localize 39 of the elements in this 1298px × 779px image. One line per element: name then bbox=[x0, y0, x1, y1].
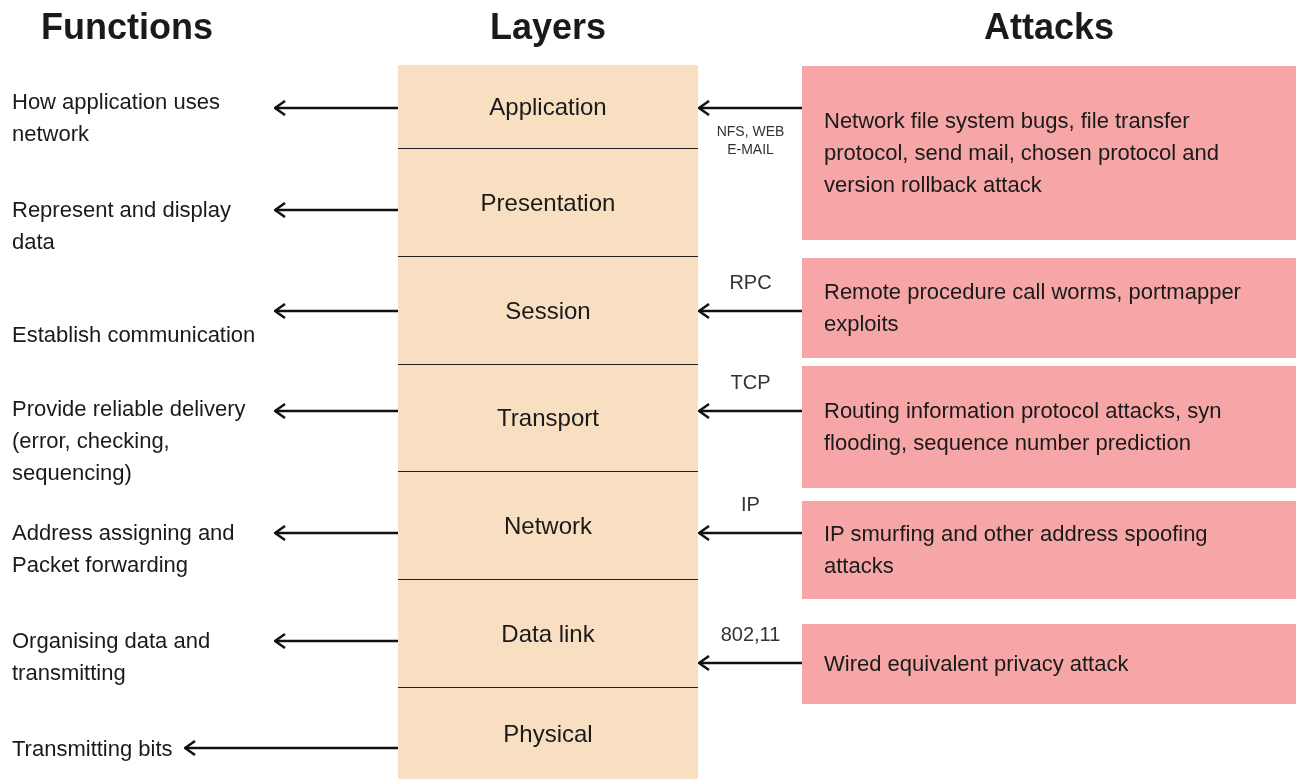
column-heading: Attacks bbox=[982, 6, 1116, 48]
edge-label: 802,11 bbox=[719, 625, 782, 643]
edge-label: IP bbox=[740, 495, 761, 513]
arrow bbox=[697, 524, 802, 542]
function-text: Transmitting bits bbox=[12, 732, 184, 766]
edge-label: TCP bbox=[729, 373, 772, 391]
arrow bbox=[697, 402, 802, 420]
layer-box: Data link bbox=[398, 580, 698, 688]
arrow bbox=[273, 524, 398, 542]
column-heading: Layers bbox=[488, 6, 608, 48]
function-text: Provide reliable delivery (error, checking, sequencing) bbox=[12, 391, 274, 491]
attack-box: Network file system bugs, file transfer protocol, send mail, chosen protocol and version rollback attack bbox=[802, 66, 1296, 240]
attack-box: Routing information protocol attacks, syn flooding, sequence number prediction bbox=[802, 366, 1296, 488]
layer-box: Presentation bbox=[398, 149, 698, 257]
layer-box: Physical bbox=[398, 688, 698, 779]
layer-box: Transport bbox=[398, 365, 698, 472]
column-heading: Functions bbox=[40, 6, 214, 48]
edge-label: NFS, WEB E-MAIL bbox=[715, 122, 786, 158]
arrow bbox=[273, 402, 398, 420]
attack-box: Remote procedure call worms, portmapper exploits bbox=[802, 258, 1296, 358]
arrow bbox=[697, 302, 802, 320]
attack-box: Wired equivalent privacy attack bbox=[802, 624, 1296, 704]
function-text: Address assigning and Packet forwarding bbox=[12, 516, 274, 582]
function-text: Organising data and transmitting bbox=[12, 624, 274, 690]
edge-label: RPC bbox=[728, 273, 773, 291]
arrow bbox=[273, 632, 398, 650]
attack-box: IP smurfing and other address spoofing attacks bbox=[802, 501, 1296, 599]
arrow bbox=[697, 654, 802, 672]
function-text: Represent and display data bbox=[12, 194, 274, 258]
function-text: Establish communication bbox=[12, 301, 274, 369]
arrow bbox=[273, 302, 398, 320]
layer-box: Session bbox=[398, 257, 698, 365]
layer-box: Network bbox=[398, 472, 698, 580]
function-text: How application uses network bbox=[12, 86, 274, 150]
layer-box: Application bbox=[398, 65, 698, 149]
arrow bbox=[183, 739, 398, 757]
arrow bbox=[697, 99, 802, 117]
arrow bbox=[273, 201, 398, 219]
arrow bbox=[273, 99, 398, 117]
